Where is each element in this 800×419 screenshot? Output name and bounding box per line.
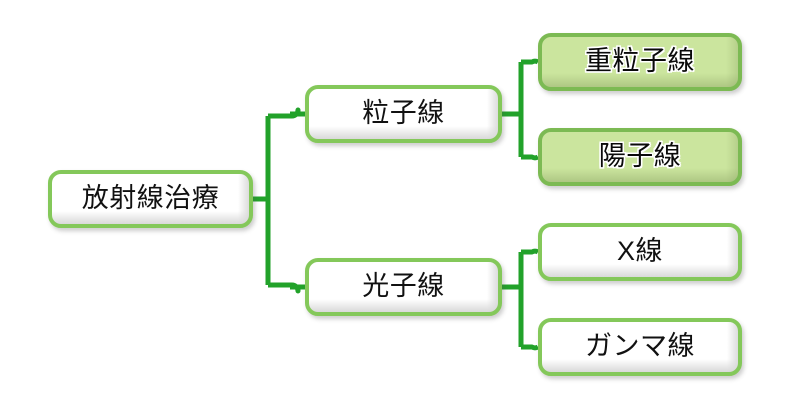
node-label: ガンマ線 [585,330,695,361]
connector-photon-to-gamma [521,344,540,351]
node-radiation-therapy[interactable]: 放射線治療 [48,170,253,228]
node-label: 光子線 [362,270,445,301]
node-gamma-ray[interactable]: ガンマ線 [538,318,742,376]
node-label: 重粒子線 [585,45,695,76]
node-heavy-particle-beam[interactable]: 重粒子線 [538,33,742,91]
node-photon-beam[interactable]: 光子線 [305,258,502,316]
connector-particle-to-proton [521,154,540,161]
node-label: 陽子線 [598,140,682,171]
node-x-ray[interactable]: X線 [538,223,742,281]
connector-photon-to-xray [521,248,540,255]
node-proton-beam[interactable]: 陽子線 [538,128,742,186]
connector-particle-to-heavy [521,58,540,65]
node-label: 粒子線 [362,97,445,128]
node-particle-beam[interactable]: 粒子線 [305,85,502,143]
node-label: 放射線治療 [81,182,220,213]
node-label: X線 [616,235,663,266]
